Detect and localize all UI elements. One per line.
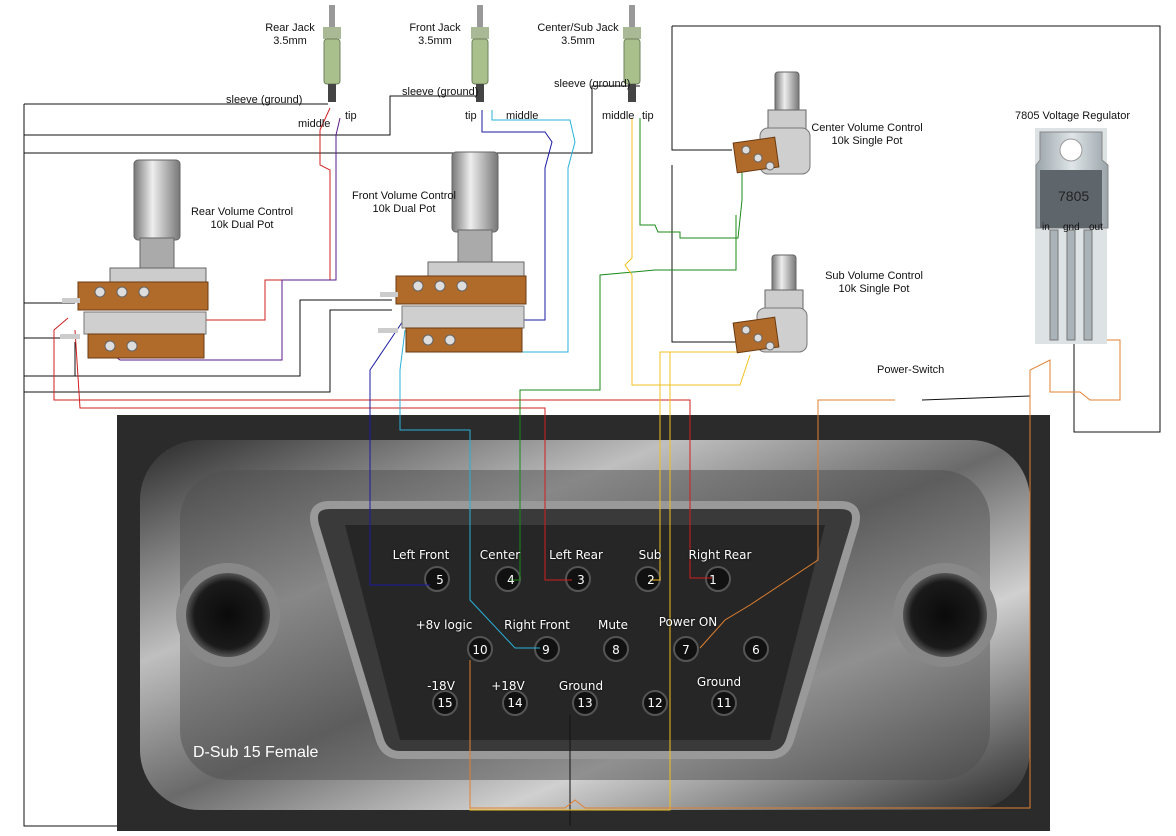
center-single-pot-icon — [732, 71, 811, 175]
wires-blue — [369, 110, 553, 586]
pin-11-label: Ground — [696, 675, 742, 689]
jack-front-icon — [471, 5, 489, 102]
rear-dual-pot-icon — [60, 159, 209, 359]
front-middle-label: middle — [506, 110, 539, 122]
wires-black — [23, 25, 1161, 827]
wires-green — [510, 118, 743, 581]
wires-red — [53, 107, 712, 581]
pin-2-number: 2 — [647, 573, 655, 587]
front-dual-pot-icon — [378, 151, 527, 353]
pin-1-number: 1 — [709, 573, 717, 587]
pin-12-number: 12 — [647, 696, 663, 710]
rear-sleeve-label: sleeve (ground) — [226, 94, 303, 106]
center-sleeve-label: sleeve (ground) — [554, 78, 631, 90]
pin-6-number: 6 — [752, 643, 760, 657]
pin-5-label: Left Front — [392, 548, 450, 562]
regulator-title: 7805 Voltage Regulator — [1015, 110, 1130, 122]
pin-15-label: -18V — [427, 679, 455, 693]
pin-4-number: 4 — [507, 573, 515, 587]
regulator-pin-out: out — [1089, 222, 1103, 233]
pin-10-number: 10 — [472, 643, 488, 657]
rear-middle-label: middle — [298, 118, 331, 130]
pin-7-label: Power ON — [658, 615, 718, 629]
sub-single-pot-icon — [732, 254, 808, 354]
pin-2-label: Sub — [638, 548, 662, 562]
center-middle-label: middle — [602, 110, 635, 122]
pin-11-number: 11 — [716, 696, 732, 710]
regulator-7805-icon — [1035, 128, 1109, 344]
pin-14-label: +18V — [491, 679, 525, 693]
pin-14-number: 14 — [507, 696, 523, 710]
pin-13-label: Ground — [558, 679, 604, 693]
front-sleeve-label: sleeve (ground) — [402, 86, 479, 98]
jack-center-sub-icon — [623, 5, 641, 102]
pin-9-number: 9 — [542, 643, 550, 657]
regulator-chip-label: 7805 — [1058, 188, 1090, 204]
pin-3-label: Left Rear — [549, 548, 603, 562]
dsub-connector-photo — [117, 415, 1050, 831]
power-switch-label: Power-Switch — [877, 364, 945, 376]
center-tip-label: tip — [642, 110, 654, 122]
pin-3-number: 3 — [577, 573, 585, 587]
pin-1-label: Right Rear — [688, 548, 752, 562]
pin-7-number: 7 — [682, 643, 690, 657]
pin-4-label: Center — [479, 548, 521, 562]
front-tip-label: tip — [465, 110, 477, 122]
regulator-pin-gnd: gnd — [1063, 222, 1080, 233]
pin-5-number: 5 — [436, 573, 444, 587]
pin-9-label: Right Front — [504, 618, 570, 632]
wires-purple — [99, 117, 341, 361]
regulator-pin-in: in — [1042, 222, 1050, 233]
wires-orange — [469, 339, 1121, 809]
jack-rear-icon — [323, 5, 341, 102]
pin-8-number: 8 — [612, 643, 620, 657]
pin-15-number: 15 — [437, 696, 453, 710]
pin-8-label: Mute — [597, 618, 629, 632]
rear-tip-label: tip — [345, 110, 357, 122]
dsub-title: D-Sub 15 Female — [193, 744, 319, 761]
pin-13-number: 13 — [577, 696, 593, 710]
pin-10-label: +8v logic — [415, 618, 473, 632]
